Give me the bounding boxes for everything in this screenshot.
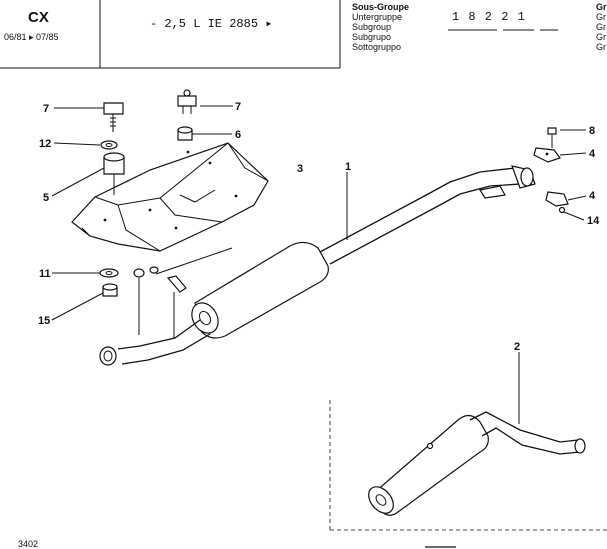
- group-label-right-0: Gr: [596, 2, 607, 12]
- callout-2: 2: [514, 341, 520, 353]
- model-dates: 06/81 ▸ 07/85: [4, 32, 59, 42]
- bolt-8: [547, 127, 557, 148]
- replacement-exhaust-assembly: [329, 400, 607, 531]
- callout-6: 6: [235, 129, 241, 141]
- callout-7-right: 7: [235, 101, 241, 113]
- callout-4-upper: 4: [589, 148, 596, 160]
- rubber-mount-5: [103, 152, 125, 195]
- callout-8: 8: [589, 125, 595, 137]
- rear-silencer: [191, 241, 329, 339]
- subgroup-code: 1 8 2 2 1: [452, 10, 526, 24]
- heat-shield: [71, 142, 269, 252]
- stud-right: [177, 89, 197, 114]
- tail-pipe: [99, 319, 211, 366]
- callout-12: 12: [39, 138, 51, 150]
- washer-12: [100, 140, 118, 150]
- group-label-right-2: Gr: [596, 22, 606, 32]
- group-label-de: Untergruppe: [352, 12, 402, 22]
- stud-left: [103, 102, 124, 132]
- group-label-es: Subgrupo: [352, 32, 391, 42]
- model-name: CX: [28, 9, 49, 26]
- spacer-6: [177, 126, 193, 141]
- callout-1: 1: [345, 161, 351, 173]
- group-label-right-3: Gr: [596, 32, 606, 42]
- group-label-right-4: Gr: [596, 42, 606, 52]
- callout-4-lower: 4: [589, 190, 596, 202]
- callout-7-left: 7: [43, 103, 49, 115]
- group-label-en: Subgroup: [352, 22, 391, 32]
- group-label-right-1: Gr: [596, 12, 606, 22]
- exhaust-main-pipe: [319, 165, 536, 265]
- group-label-it: Sottogruppo: [352, 42, 401, 52]
- washer-11: [99, 268, 119, 278]
- nut-15: [102, 283, 118, 297]
- callout-5: 5: [43, 192, 49, 204]
- bolt-lower: [133, 266, 187, 293]
- page-ref: 3402: [18, 539, 38, 549]
- group-label-fr: Sous-Groupe: [352, 2, 409, 12]
- bracket-lower: [545, 191, 569, 214]
- callout-11: 11: [39, 268, 51, 280]
- leader-lines: [51, 105, 587, 424]
- engine-label: - 2,5 L IE 2885 ▸: [150, 17, 272, 31]
- header: CX 06/81 ▸ 07/85 - 2,5 L IE 2885 ▸ Sous-…: [0, 0, 607, 69]
- footer: 3402: [18, 539, 456, 549]
- bracket-upper: [533, 147, 561, 163]
- callout-3: 3: [297, 163, 303, 175]
- callout-15: 15: [38, 315, 50, 327]
- callout-14: 14: [587, 215, 600, 227]
- callouts: 1 2 3 4 4 5 6 7 7 8 11 12 14 15: [38, 101, 600, 353]
